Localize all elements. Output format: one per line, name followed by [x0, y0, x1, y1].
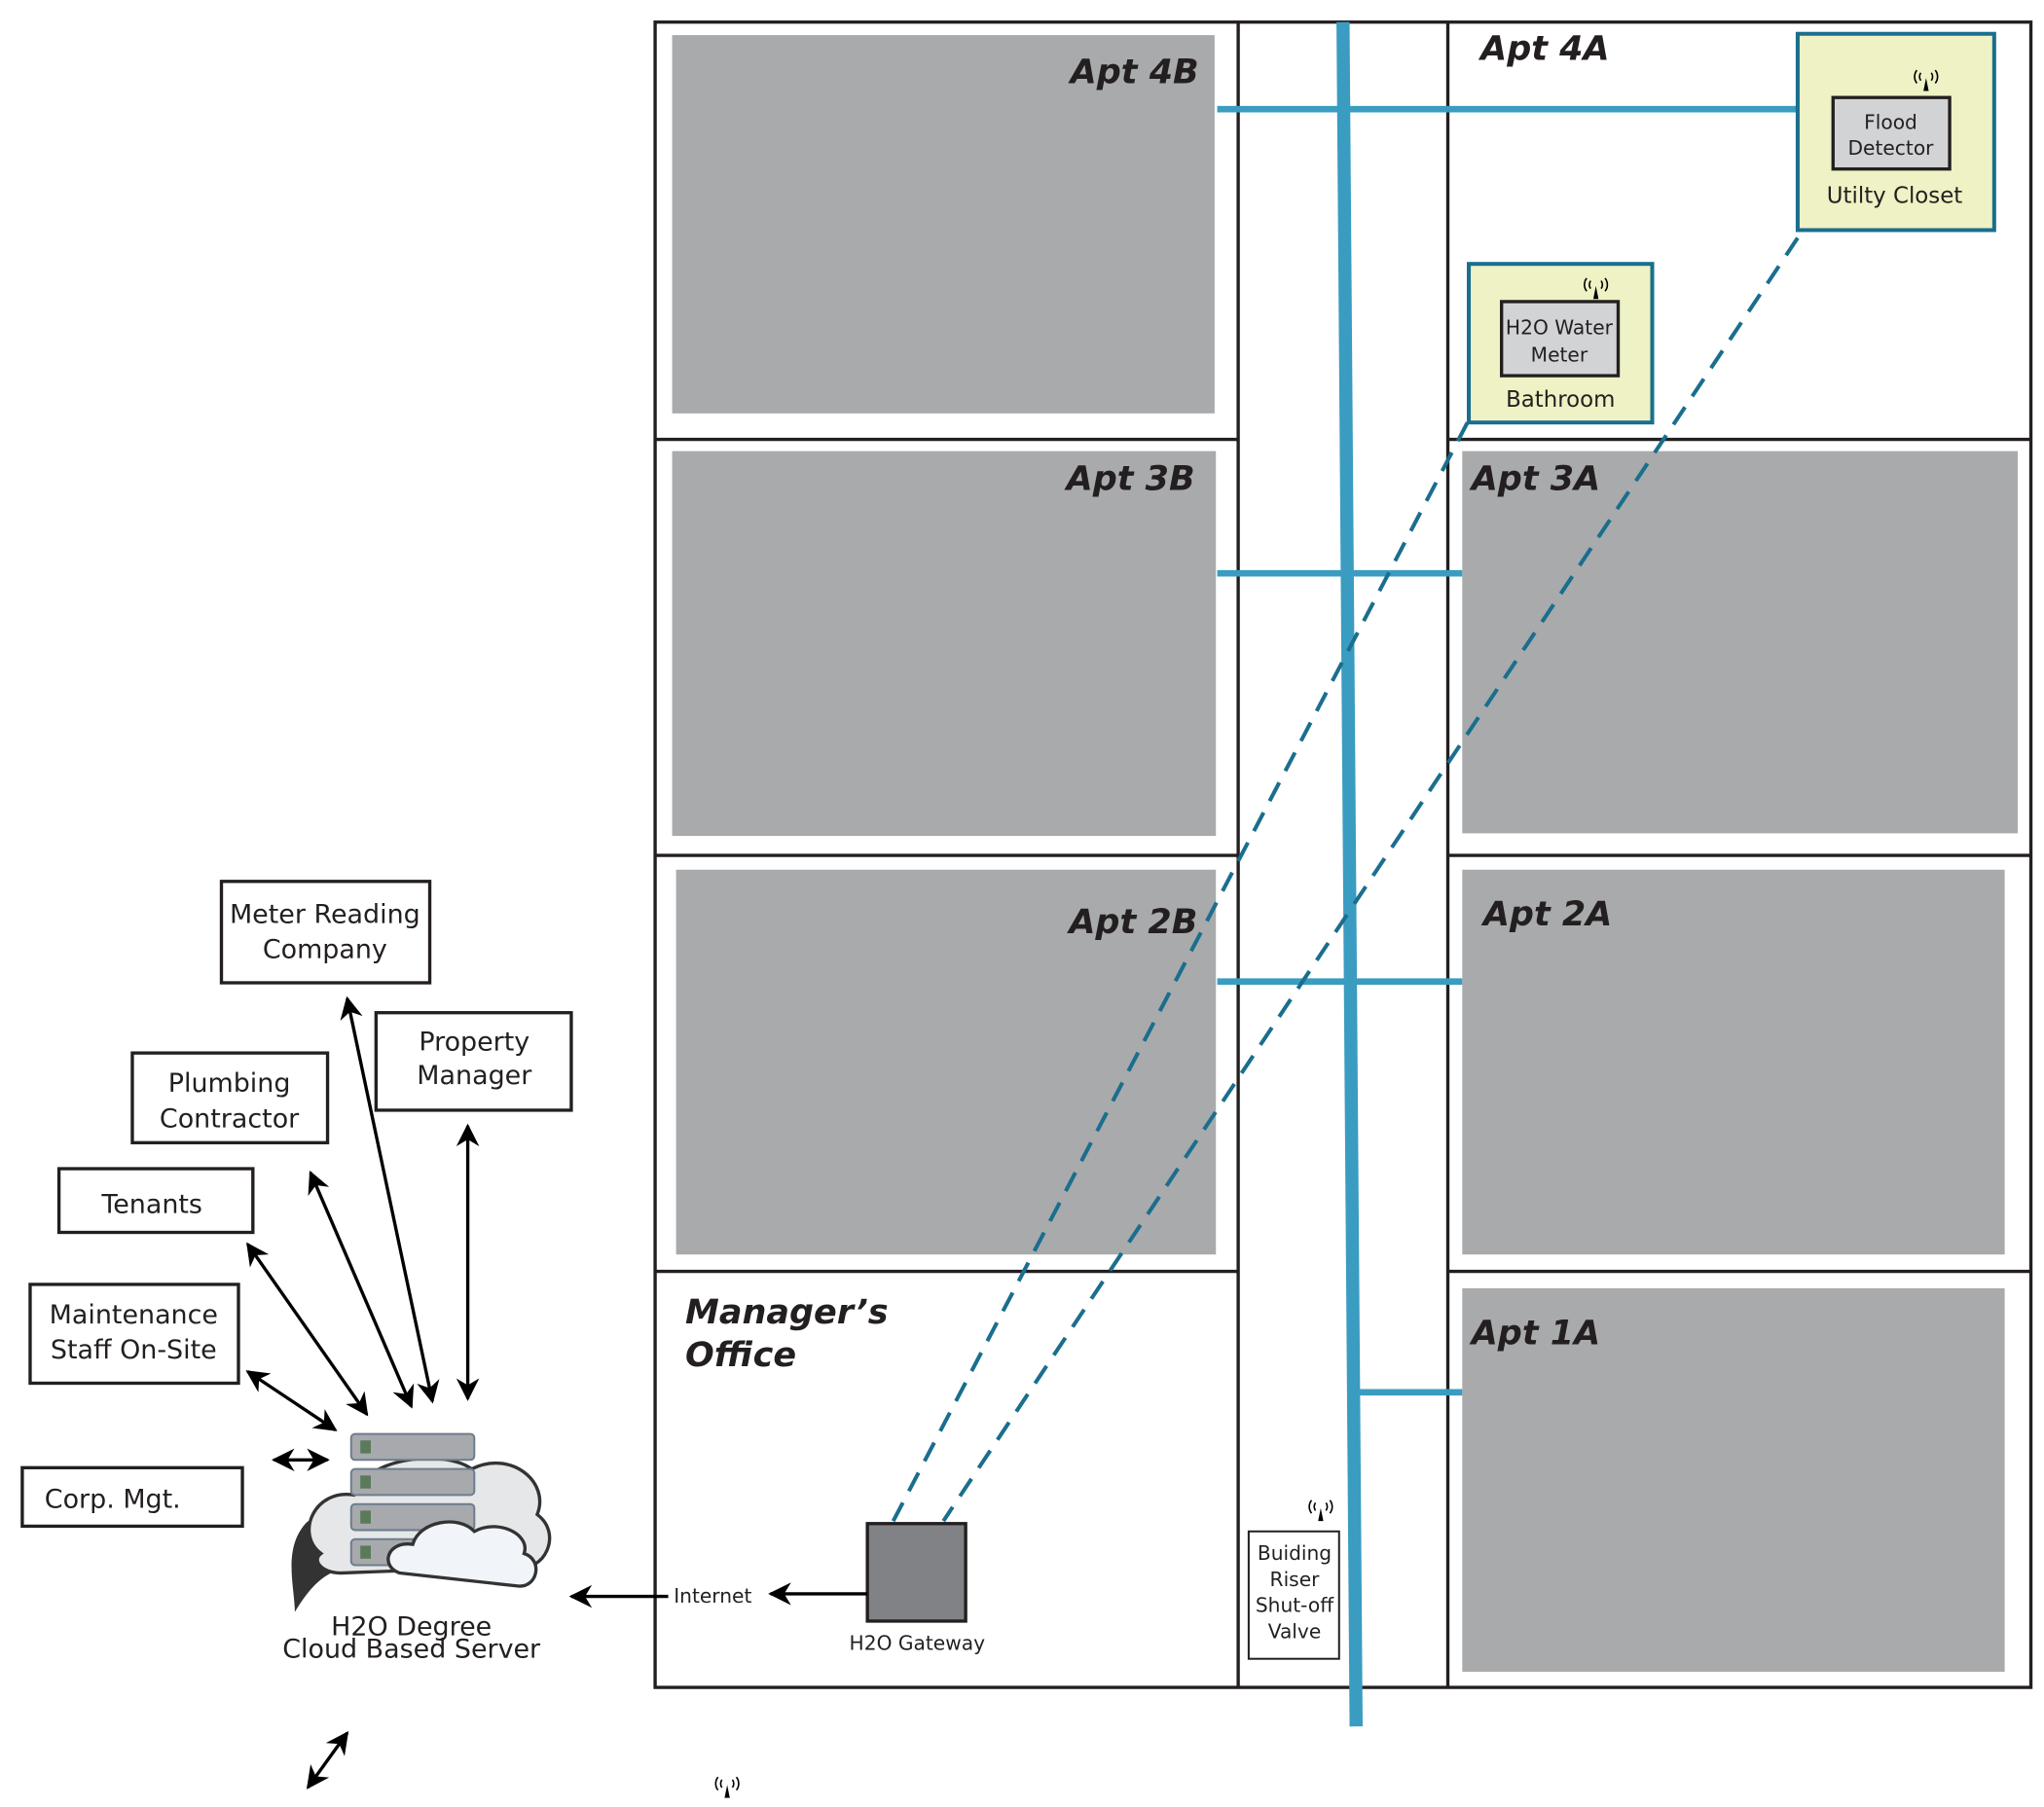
apt-1a-area — [1462, 1287, 2005, 1673]
server-label: Cloud Based Server — [282, 1634, 541, 1664]
wireless-link-flood — [941, 236, 1800, 1523]
cloud-server-icon — [291, 1432, 552, 1612]
stakeholder-meter-reading[interactable]: Meter Reading Company — [219, 880, 432, 985]
valve-label: Buiding — [1258, 1541, 1332, 1565]
stakeholder-property-manager[interactable]: Property Manager — [374, 1011, 573, 1112]
antenna-icon — [714, 1776, 740, 1799]
bathroom: H2O Water Meter Bathroom — [1467, 262, 1655, 425]
stakeholder-label: Staff On-Site — [51, 1335, 217, 1365]
valve-label: Shut-off — [1256, 1594, 1334, 1617]
stakeholder-label: Company — [263, 935, 387, 965]
apt-3b-label: Apt 3B — [1064, 460, 1195, 499]
stakeholder-label: Maintenance — [50, 1300, 218, 1330]
stakeholder-tenants[interactable]: Tenants — [56, 1167, 255, 1235]
stakeholder-label: Property — [419, 1028, 529, 1058]
office-label-1: Manager’s — [685, 1293, 889, 1332]
stakeholder-corp[interactable]: Corp. Mgt. — [20, 1465, 244, 1529]
apt-3b-area — [672, 451, 1217, 837]
apt-3a-area — [1462, 451, 2019, 834]
h2o-gateway[interactable] — [865, 1522, 967, 1623]
apt-2b-label: Apt 2B — [1066, 903, 1197, 942]
communication-arrows — [245, 995, 480, 1789]
flood-detector-label: Flood — [1864, 110, 1917, 133]
wireless-link-meter — [882, 421, 1470, 1539]
stakeholder-label: Plumbing — [168, 1068, 291, 1099]
server-label: H2O Degree — [331, 1612, 492, 1643]
apt-3a-label: Apt 3A — [1469, 460, 1600, 499]
stakeholder-maintenance[interactable]: Maintenance Staff On-Site — [28, 1283, 240, 1386]
apt-4b-label: Apt 4B — [1068, 54, 1199, 92]
apt-4b-area — [672, 35, 1215, 414]
stakeholder-label: Corp. Mgt. — [45, 1485, 181, 1515]
bathroom-label: Bathroom — [1506, 387, 1615, 413]
stakeholder-label: Contractor — [160, 1103, 300, 1134]
office-label-2: Office — [685, 1336, 796, 1375]
internet-label: Internet — [674, 1584, 751, 1608]
riser-shutoff-valve[interactable] — [1247, 1530, 1340, 1660]
water-pipes — [1217, 21, 1798, 1727]
flood-detector[interactable] — [1831, 95, 1952, 171]
utility-closet-label: Utilty Closet — [1827, 183, 1963, 208]
valve-label: Riser — [1270, 1568, 1321, 1591]
water-meter-label: H2O Water — [1506, 315, 1614, 339]
flood-detector-label: Detector — [1848, 136, 1935, 160]
apt-2b-area — [675, 869, 1217, 1255]
antenna-icon — [1308, 1499, 1333, 1522]
stakeholder-label: Meter Reading — [230, 900, 420, 930]
water-meter-label: Meter — [1531, 343, 1588, 366]
apt-1a-label: Apt 1A — [1469, 1315, 1600, 1354]
apt-4a-label: Apt 4A — [1478, 30, 1609, 69]
utility-closet: Flood Detector Utilty Closet — [1795, 31, 1996, 233]
stakeholder-plumbing[interactable]: Plumbing Contractor — [130, 1051, 330, 1144]
stakeholder-label: Manager — [417, 1061, 532, 1091]
water-meter[interactable] — [1500, 300, 1621, 378]
stakeholder-label: Tenants — [100, 1190, 202, 1220]
gateway-label: H2O Gateway — [850, 1631, 986, 1654]
valve-label: Valve — [1268, 1619, 1322, 1643]
apt-2a-area — [1462, 869, 2005, 1255]
apt-2a-label: Apt 2A — [1480, 895, 1612, 934]
